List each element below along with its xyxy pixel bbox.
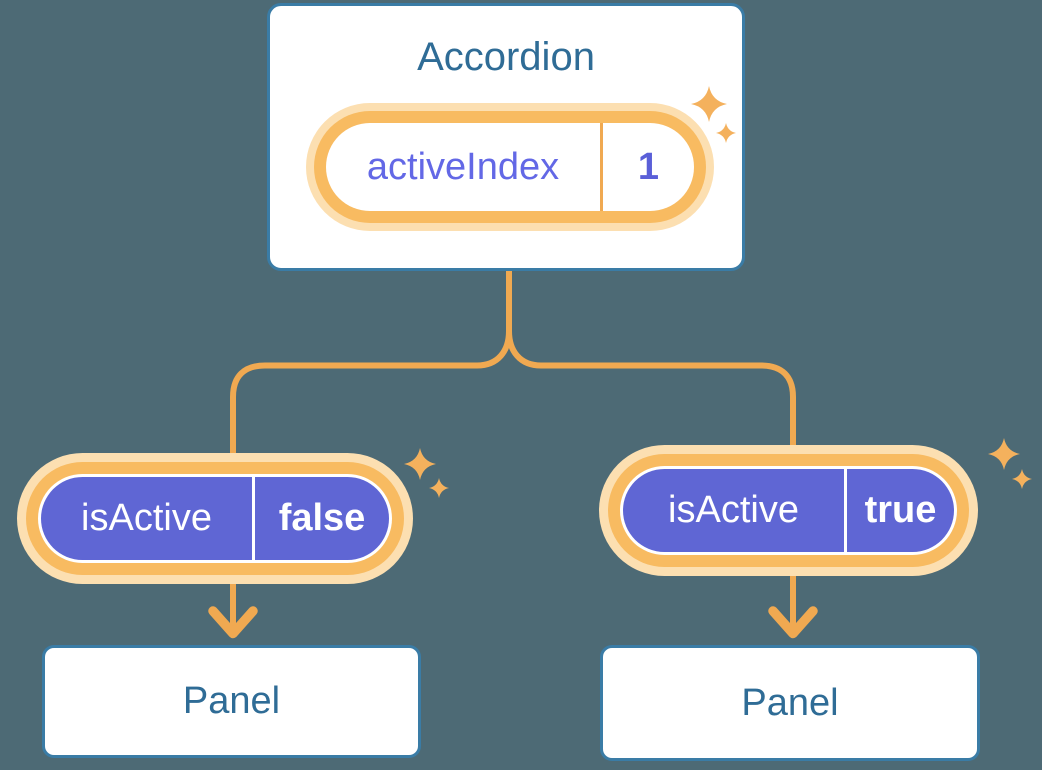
arrow-down-icon xyxy=(768,606,818,639)
arrow-down-icon xyxy=(208,606,258,639)
state-pill-core: activeIndex 1 xyxy=(326,123,694,211)
state-pill-value: 1 xyxy=(637,145,660,188)
state-pill-label: activeIndex xyxy=(366,145,560,188)
prop-pill-divider xyxy=(252,477,255,560)
prop-pill-fill: isActive false xyxy=(41,477,389,560)
prop-pill-value: true xyxy=(864,489,937,531)
state-pill-divider xyxy=(600,123,603,211)
panel-box-left: Panel xyxy=(42,645,421,758)
panel-box-right: Panel xyxy=(600,645,980,761)
prop-pill-ring: isActive false xyxy=(26,462,404,575)
prop-pill-core: isActive true xyxy=(620,466,957,555)
accordion-title: Accordion xyxy=(417,35,595,79)
prop-pill-label: isActive xyxy=(81,497,212,539)
prop-pill-divider xyxy=(844,469,847,552)
panel-label: Panel xyxy=(182,680,281,722)
panel-label: Panel xyxy=(741,681,839,724)
state-pill-activeindex: activeIndex 1 xyxy=(306,103,714,231)
sparkle-icon xyxy=(404,448,449,498)
sparkle-icon xyxy=(988,438,1032,489)
prop-pill-isactive-true: isActive true xyxy=(599,445,978,576)
prop-pill-label: isActive xyxy=(668,489,799,531)
prop-pill-core: isActive false xyxy=(38,474,392,563)
prop-pill-value: false xyxy=(278,497,366,539)
prop-pill-ring: isActive true xyxy=(608,454,969,567)
prop-pill-isactive-false: isActive false xyxy=(17,453,413,584)
prop-pill-fill: isActive true xyxy=(623,469,954,552)
state-pill-ring: activeIndex 1 xyxy=(314,111,706,223)
